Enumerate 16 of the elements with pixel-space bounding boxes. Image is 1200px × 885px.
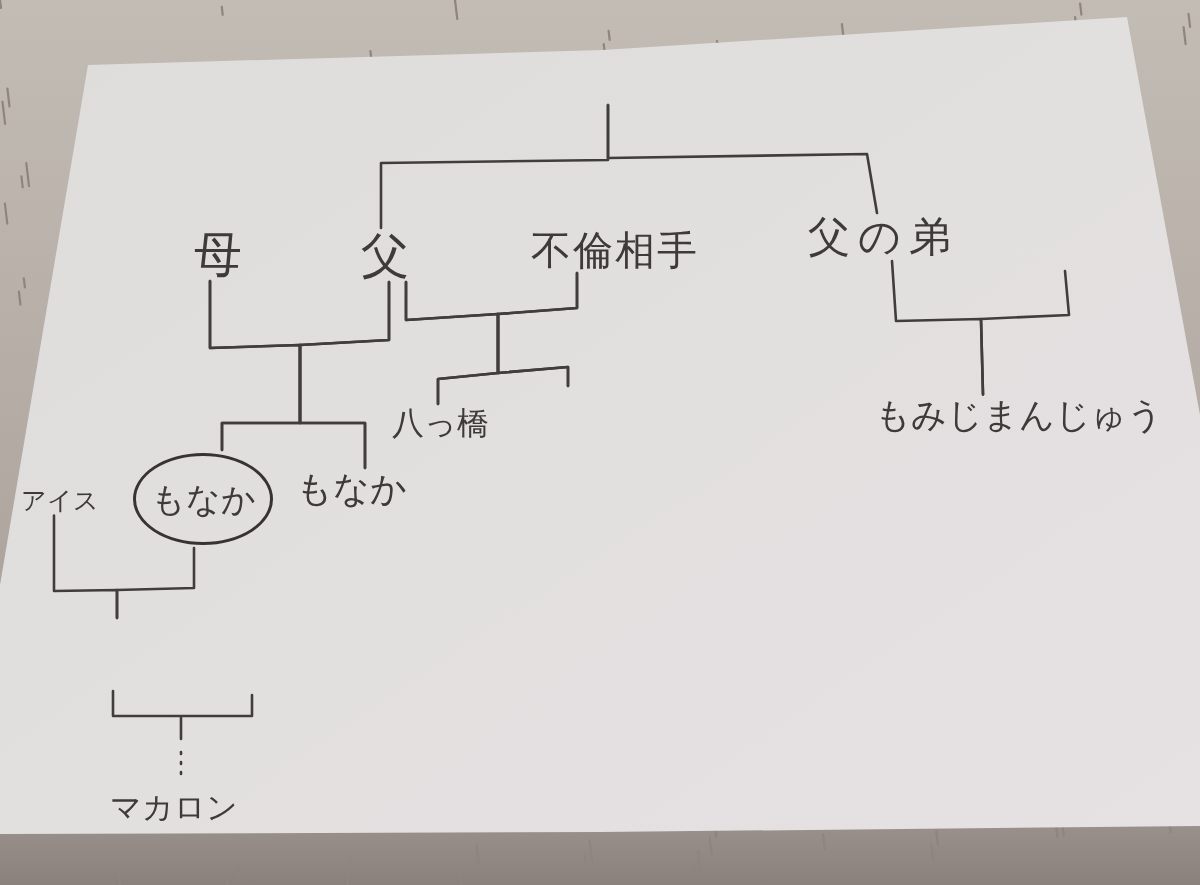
member-name: 父の弟 (807, 216, 959, 258)
member-name: 八っ橋 (391, 407, 489, 439)
member-name: もなか (295, 471, 407, 507)
member-name: 母 (194, 230, 242, 278)
connector-line (496, 271, 579, 388)
member-name: 父 (361, 231, 409, 279)
oval-outline (133, 453, 273, 545)
connector-line (298, 280, 391, 470)
member-name: もなか (150, 482, 256, 516)
member-name: もみじまんじゅう (875, 397, 1163, 433)
member-name: 不倫相手 (531, 230, 699, 270)
member-name: マカロン (110, 791, 238, 823)
connector-line (979, 269, 1071, 396)
member-name: アイス (21, 487, 99, 513)
connector-line (606, 103, 879, 215)
connector-line (115, 546, 196, 620)
